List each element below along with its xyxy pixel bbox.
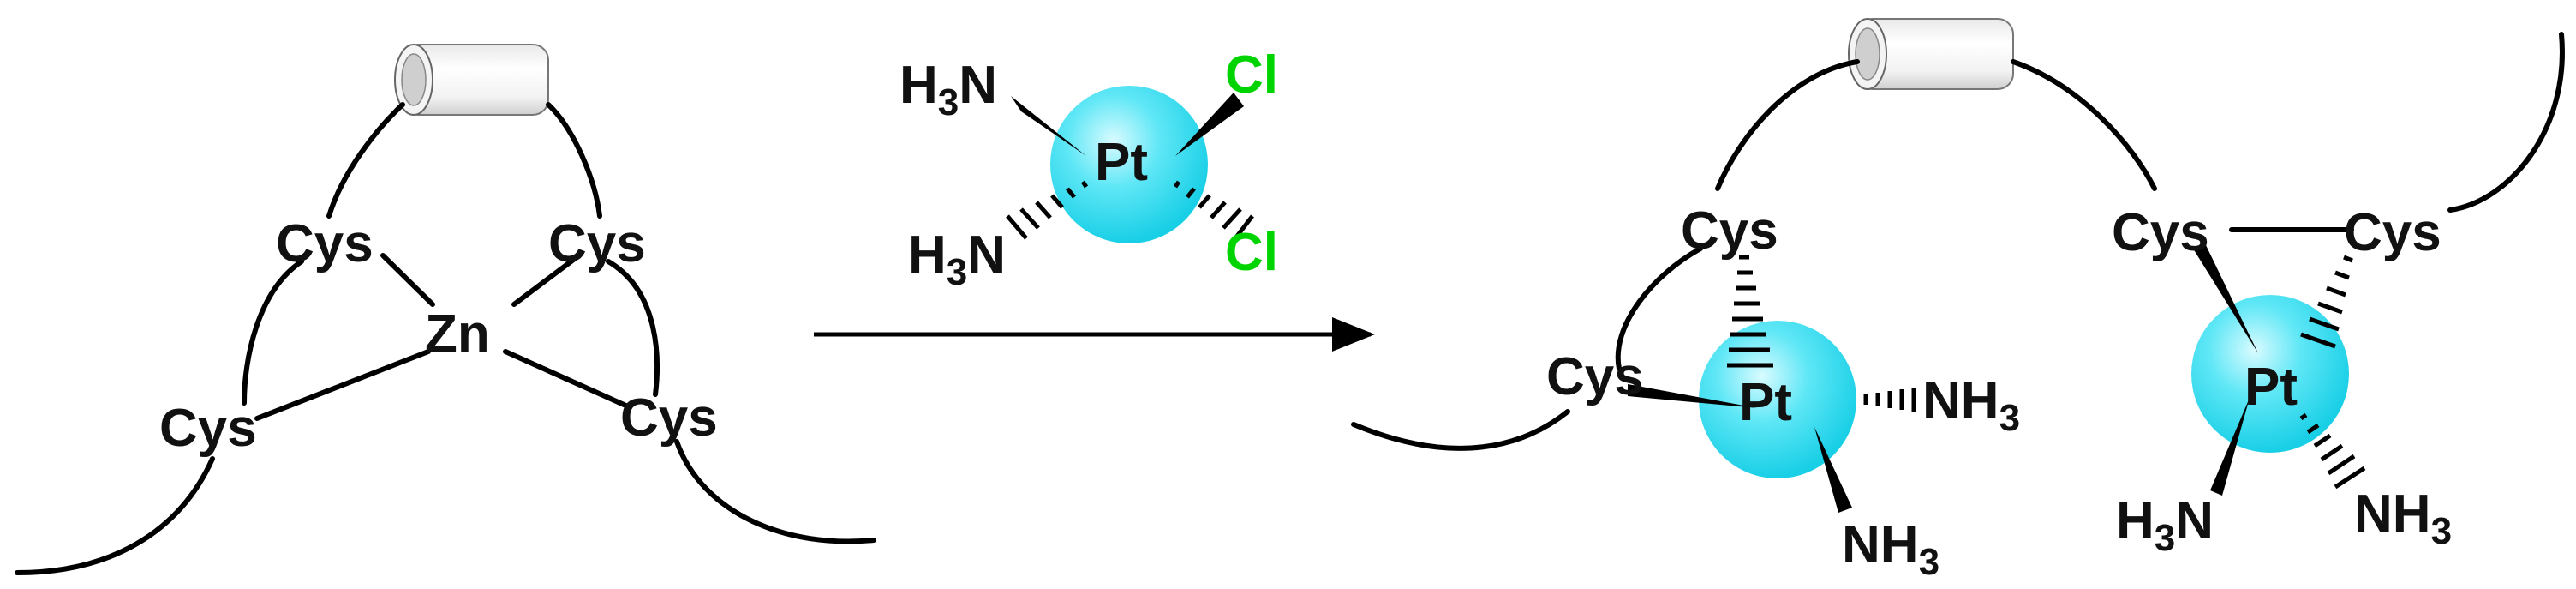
cys-label: Cys <box>548 214 646 273</box>
wedge-bond-pt-nh3-bottom <box>1814 427 1852 513</box>
zn-bond-bottom-right <box>503 349 632 410</box>
cys-label: Cys <box>620 388 718 448</box>
platinum-label: Pt <box>1095 133 1148 192</box>
protein-chain-right-top <box>546 102 602 219</box>
platinum-label: Pt <box>2244 358 2298 417</box>
cys-label: Cys <box>159 399 257 458</box>
wedge-bond-pt-cys-left <box>2193 243 2258 353</box>
protein-chain-arc-left <box>1715 59 1860 191</box>
hash-bond-cl-bottom <box>1173 180 1254 240</box>
protein-chain-left-top <box>326 102 405 219</box>
wedge-bond-nh3-top <box>1011 96 1086 156</box>
chloride-label: Cl <box>1225 45 1278 105</box>
wedge-bond-cl-top <box>1175 93 1244 156</box>
protein-chain-loop-left <box>1615 246 1703 371</box>
zn-bond-top-left <box>380 253 435 307</box>
hash-bond-pt-cys-top <box>1727 255 1773 368</box>
protein-chain-left-loop <box>242 259 304 406</box>
platinum-label: Pt <box>1739 373 1792 432</box>
ammine-label: H3N <box>2116 491 2214 559</box>
cys-label: Cys <box>1681 201 1778 261</box>
cylinder-icon <box>394 44 549 116</box>
cys-label: Cys <box>276 214 374 273</box>
ammine-label: H3N <box>900 56 997 123</box>
platinated-protein: Cys Cys Pt NH3 NH3 <box>1351 18 2565 583</box>
platinum-sphere-icon <box>1050 86 1208 243</box>
zn-bond-bottom-left <box>254 349 431 421</box>
cys-label: Cys <box>2344 203 2442 262</box>
hash-bond-pt-cys-right <box>2300 255 2353 349</box>
hash-bond-nh3-bottom <box>1006 180 1089 240</box>
ammine-label: NH3 <box>2354 484 2452 552</box>
wedge-bond-pt-cys-left <box>1628 384 1758 408</box>
platinum-sphere-icon <box>2191 295 2349 453</box>
protein-chain-right-tail <box>674 439 876 544</box>
zinc-finger-complex: Cys Cys Zn Cys Cys <box>15 44 876 575</box>
protein-chain-tail-left <box>1351 409 1570 451</box>
ammine-label: NH3 <box>1842 515 1939 583</box>
chloride-label: Cl <box>1225 223 1278 282</box>
wedge-bond-pt-nh3-left <box>2210 398 2250 496</box>
platinum-sphere-icon <box>1699 321 1856 478</box>
hash-bond-pt-nh3-right <box>2299 412 2366 490</box>
cylinder-icon <box>1848 18 2014 90</box>
zinc-label: Zn <box>425 304 490 364</box>
pt-complex-2: Cys Cys Pt H3N NH3 <box>2112 203 2452 559</box>
cys-label: Cys <box>2112 203 2209 262</box>
ammine-label: NH3 <box>1922 371 2020 439</box>
cisplatin-reagent: Pt H3N H3N Cl Cl <box>900 45 1278 293</box>
cys-label: Cys <box>1546 347 1644 406</box>
protein-chain-arc-right <box>2011 59 2157 191</box>
protein-chain-right-loop <box>606 259 660 397</box>
protein-chain-left-tail <box>15 456 215 575</box>
pt-complex-1: Cys Cys Pt NH3 NH3 <box>1546 201 2020 583</box>
ammine-label: H3N <box>908 225 1006 293</box>
protein-chain-tail-right <box>2447 32 2565 213</box>
hash-bond-pt-nh3-right <box>1863 388 1916 412</box>
zn-bond-top-right <box>511 253 582 307</box>
